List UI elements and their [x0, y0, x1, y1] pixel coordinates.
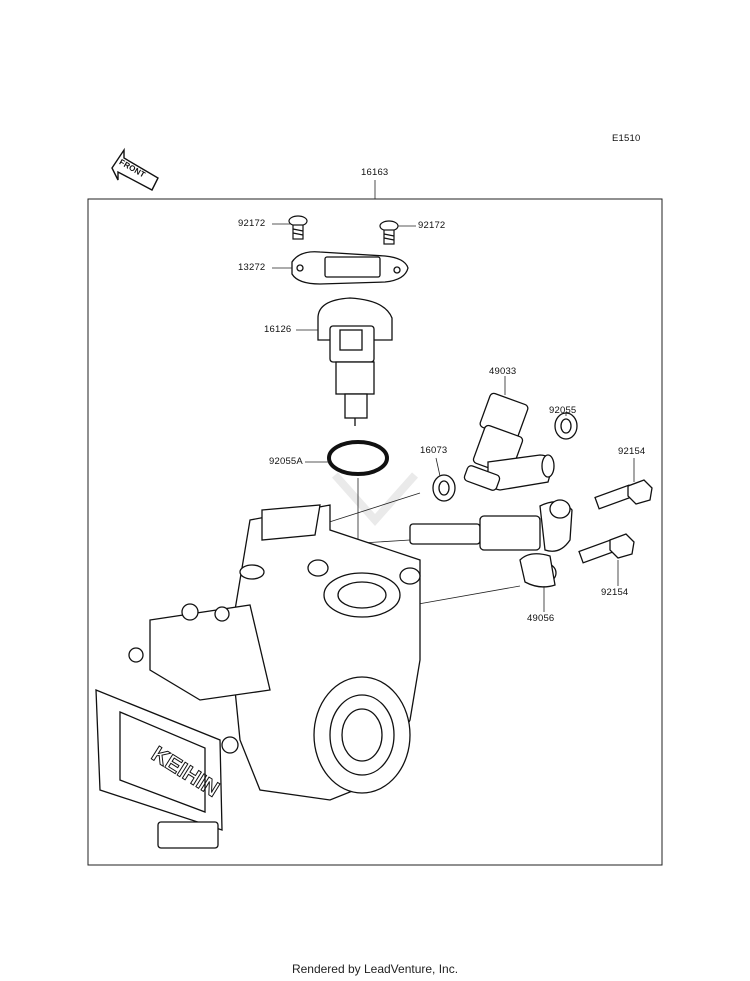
- callout-oring-injector: 92055: [549, 405, 577, 416]
- bolt-upper-icon: [594, 479, 653, 510]
- callout-plate: 13272: [238, 262, 266, 273]
- callout-injector: 49033: [489, 366, 517, 377]
- callout-screw-right: 92172: [418, 220, 446, 231]
- callout-fuel-pipe: 49056: [527, 613, 555, 624]
- callout-screw-left: 92172: [238, 218, 266, 229]
- bolt-lower-icon: [578, 533, 635, 564]
- fuel-injector-icon: [463, 392, 555, 491]
- fuel-pipe-icon: [409, 499, 573, 588]
- screw-right-icon: [379, 220, 399, 245]
- callout-sensor: 16126: [264, 324, 292, 335]
- callout-bolt-lower: 92154: [601, 587, 629, 598]
- screw-left-icon: [288, 215, 308, 240]
- front-arrow-icon: [111, 147, 159, 191]
- diagram-code: E1510: [612, 133, 641, 144]
- gasket-plate-icon: [291, 251, 409, 285]
- oring-large-icon: [327, 440, 389, 476]
- throttle-body-icon: [95, 504, 421, 849]
- callout-seal: 16073: [420, 445, 448, 456]
- footer-credit: Rendered by LeadVenture, Inc.: [291, 962, 459, 976]
- assembly-label: 16163: [361, 167, 389, 178]
- throttle-sensor-icon: [317, 297, 393, 426]
- seal-icon: [432, 474, 456, 502]
- watermark-logo: [332, 472, 418, 527]
- oring-injector-icon: [554, 412, 578, 440]
- callout-bolt-upper: 92154: [618, 446, 646, 457]
- callout-oring-large: 92055A: [269, 456, 303, 467]
